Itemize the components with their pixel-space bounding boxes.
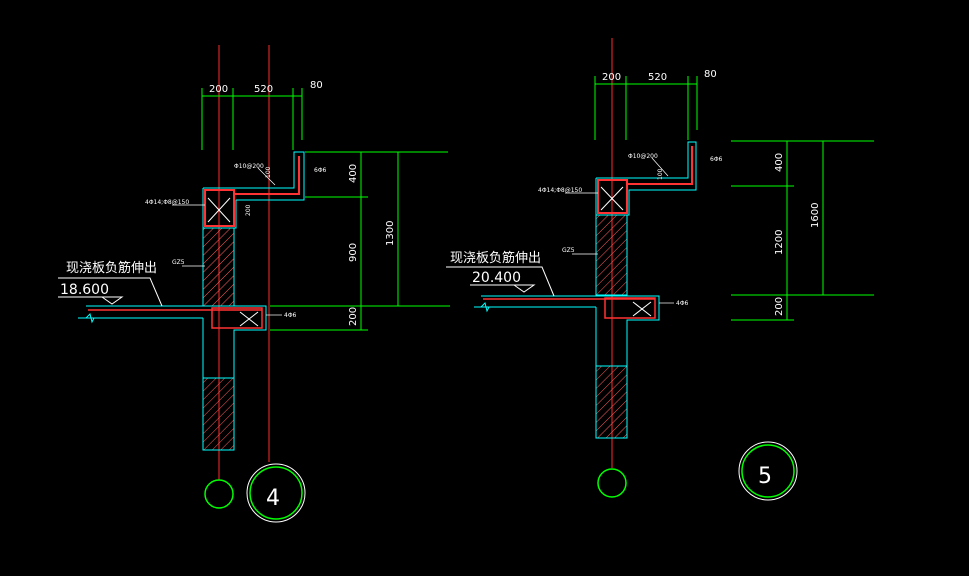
dim-80: 80 [704,69,717,80]
detail-5: 200 520 80 400 1200 200 1600 Φ10@200 6Φ6 [446,38,874,501]
column-section-lower [202,377,235,451]
parapet-rebar [597,146,693,214]
right-dimension [731,140,874,321]
slab-note: 现浇板负筋伸出 [66,260,157,276]
parapet-rebar [204,156,300,227]
dim-520: 520 [254,84,273,95]
leader [651,157,669,177]
dim-200-lower: 200 [774,297,785,316]
dim-400: 400 [774,153,785,172]
dim-200: 200 [602,72,621,83]
right-dimension [270,151,450,331]
left-callout-label: 4Φ14;Φ8@150 [538,187,582,194]
pedestal-bar-label: 6Φ6 [710,156,723,163]
dim-total: 1600 [810,203,821,228]
detail-number: 4 [266,486,280,511]
upper-stirrup-label: Φ10@200 [234,163,264,170]
break-mark [78,313,98,324]
elevation-marker [58,296,124,305]
inner-dim-200: 200 [245,204,252,216]
beam-rebar [211,307,263,329]
axis-bubble [597,468,627,498]
dim-200: 200 [209,84,228,95]
detail-4: 200 520 80 400 900 200 1300 Φ10@200 [58,45,450,523]
section-cross [239,311,259,327]
top-dimension [201,88,303,150]
dim-total: 1300 [385,221,396,246]
note-leader [58,277,163,307]
column-section [202,227,235,307]
lower-bar-label: 4Φ6 [284,312,297,319]
dim-1200: 1200 [774,230,785,255]
detail-bubble-inner [249,466,303,520]
section-cross [600,186,624,211]
top-dimension [594,76,698,140]
column-section [595,214,628,296]
note-leader [446,266,555,297]
elevation-marker [470,284,536,293]
beam-rebar [604,297,656,319]
dim-520: 520 [648,72,667,83]
leader [257,167,276,186]
left-callout-label: 4Φ14;Φ8@150 [145,199,189,206]
detail-bubble-outer [738,441,798,501]
elevation-value: 18.600 [60,282,109,298]
dim-200-lower: 200 [348,307,359,326]
upper-stirrup-label: Φ10@200 [628,153,658,160]
inner-dim-100: 100 [657,168,664,180]
axis-bubble [204,479,234,509]
elevation-value: 20.400 [472,270,521,286]
column-label: GZ5 [172,259,185,266]
column-label: GZ5 [562,247,575,254]
break-mark [474,302,493,313]
pedestal-bar-label: 6Φ6 [314,167,327,174]
slab-note: 现浇板负筋伸出 [450,250,541,266]
dim-900: 900 [348,243,359,262]
column-section-lower [595,365,628,439]
detail-number: 5 [758,464,772,489]
section-cross [632,301,652,317]
dim-400: 400 [348,164,359,183]
lower-bar-label: 4Φ6 [676,300,689,307]
detail-bubble-inner [741,444,795,498]
section-cross [207,197,231,223]
dim-80: 80 [310,80,323,91]
inner-dim-100: 100 [265,166,272,178]
detail-bubble-outer [246,463,306,523]
